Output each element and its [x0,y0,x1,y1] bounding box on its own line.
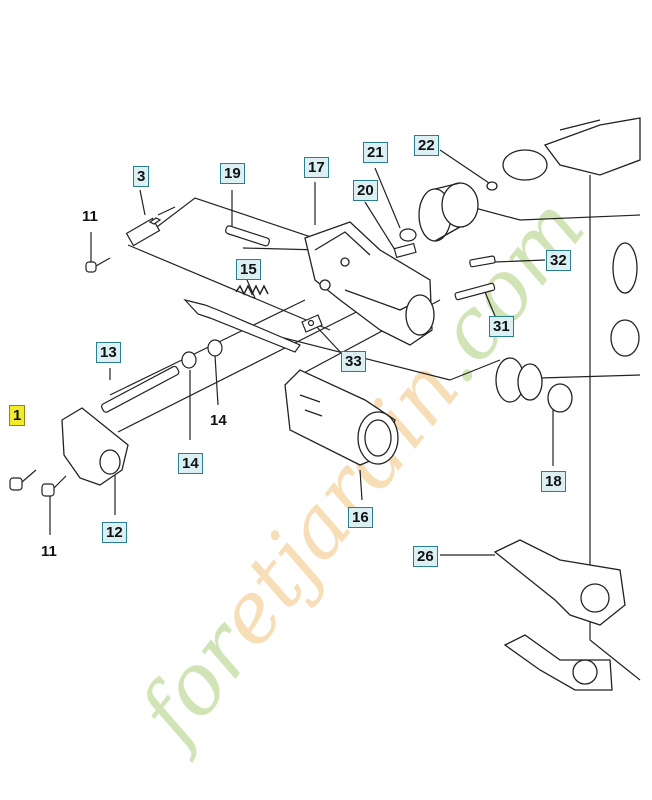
bearing-assembly [495,357,573,413]
part-17-housing [304,221,435,346]
label-12: 12 [102,522,127,543]
label-1: 1 [9,405,26,426]
label-19: 19 [220,163,245,184]
label-31: 31 [489,316,514,337]
label-33: 33 [341,351,366,372]
screw-11-top [85,261,97,273]
screw-11-bottom [41,483,55,497]
label-11-bottom: 11 [41,543,57,560]
part-3-adjuster [125,206,176,247]
part-16-cylinder [284,369,399,466]
label-21: 21 [363,142,388,163]
assembly-line [449,359,501,381]
part-20 [393,242,417,259]
assembly-line [127,244,331,331]
label-18: 18 [541,471,566,492]
label-16: 16 [348,507,373,528]
part-22-gear [418,181,498,242]
label-15: 15 [236,259,261,280]
part-15-spring [235,284,269,296]
washer-14a [181,351,197,369]
part-33-clip [301,314,323,333]
label-20: 20 [353,180,378,201]
rod [183,298,301,353]
label-14-box: 14 [178,453,203,474]
label-22: 22 [414,135,439,156]
part-12-cover [61,407,129,486]
label-32: 32 [546,250,571,271]
part-21-washer [399,228,417,242]
label-14-plain: 14 [210,412,227,429]
assembly-line [589,639,641,681]
screw-31 [454,282,496,301]
label-13: 13 [96,342,121,363]
label-17: 17 [304,157,329,178]
part-19-pin [225,225,270,247]
part-13-pin [101,365,180,413]
gear-housing-fragment [502,117,641,357]
label-11-top: 11 [82,208,98,225]
assembly-line [519,214,641,221]
label-3: 3 [133,166,150,187]
part-26-bracket [493,539,626,691]
washer-14b [207,339,223,357]
screw-32 [469,255,496,268]
screw-1 [9,477,23,491]
label-26: 26 [413,546,438,567]
